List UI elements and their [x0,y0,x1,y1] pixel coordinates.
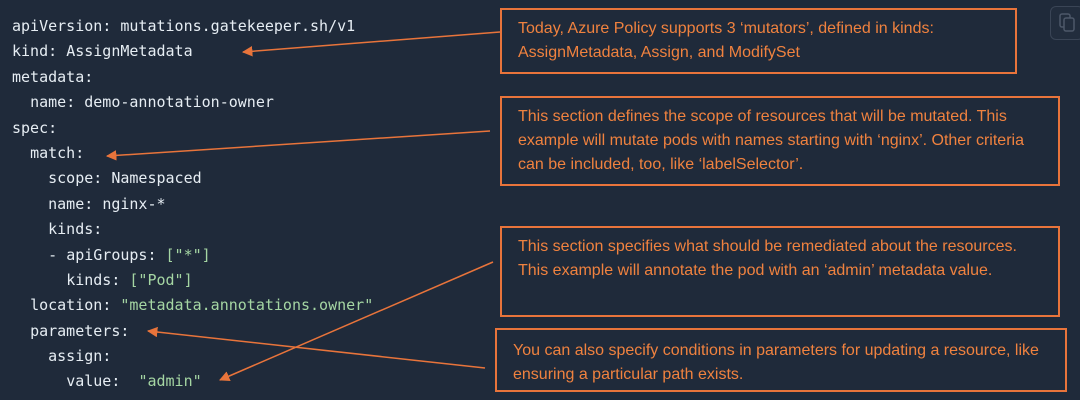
yaml-key: apiVersion [12,17,103,35]
yaml-value: AssignMetadata [66,42,193,61]
code-line: match: [30,143,85,162]
arrow-match [105,130,491,161]
yaml-value: Namespaced [111,169,202,188]
callout-text: Today, Azure Policy supports 3 ‘mutators… [518,20,934,61]
yaml-key: kind [12,42,49,61]
callout-remediation: This section specifies what should be re… [500,226,1060,317]
code-line: value: "admin" [66,372,202,391]
yaml-key: kinds [48,220,94,239]
yaml-string: ["*"] [165,245,211,264]
copy-icon [1059,13,1075,32]
code-line: parameters: [30,321,130,340]
code-line: metadata: [12,67,94,86]
copy-button[interactable] [1050,6,1080,40]
yaml-key: value [66,372,112,391]
code-line: spec: [12,118,58,137]
code-block: apiVersion: mutations.gatekeeper.sh/v1 k… [12,14,373,395]
callout-parameters: You can also specify conditions in param… [495,328,1067,392]
yaml-key: location [30,296,103,315]
yaml-string: "metadata.annotations.owner" [120,296,374,315]
yaml-key: match [30,143,76,162]
code-line: - apiGroups: ["*"] [12,245,211,264]
arrow-kind [241,31,501,57]
callout-match-scope: This section defines the scope of resour… [500,96,1060,186]
yaml-string: "admin" [138,372,202,391]
yaml-key: metadata [12,67,85,86]
yaml-value: nginx-* [102,194,166,213]
code-line: kinds: [48,220,103,239]
yaml-key: apiGroups [66,245,148,264]
yaml-key: scope [48,169,94,188]
code-line: scope: Namespaced [48,169,202,188]
yaml-key: spec [12,118,49,137]
code-line: name: nginx-* [48,194,166,213]
code-line: assign: [48,347,112,366]
yaml-key: name [48,194,85,213]
code-line: kinds: ["Pod"] [66,270,193,289]
yaml-key: parameters [30,321,121,340]
code-line: kind: AssignMetadata [12,42,193,61]
code-line: apiVersion: mutations.gatekeeper.sh/v1 [12,17,356,35]
yaml-value: demo-annotation-owner [84,93,274,112]
yaml-string: ["Pod"] [129,270,193,289]
arrow-location [219,261,494,382]
callout-text: This section specifies what should be re… [518,238,1017,279]
yaml-key: kinds [66,270,112,289]
callout-text: This section defines the scope of resour… [518,108,1024,173]
code-line: location: "metadata.annotations.owner" [30,296,374,315]
callout-mutators: Today, Azure Policy supports 3 ‘mutators… [500,8,1017,74]
yaml-key: assign [48,347,103,366]
yaml-value: mutations.gatekeeper.sh/v1 [120,17,356,35]
yaml-key: name [30,93,67,112]
code-line: name: demo-annotation-owner [30,93,274,112]
callout-text: You can also specify conditions in param… [513,342,1039,383]
arrow-parameters [146,326,486,369]
